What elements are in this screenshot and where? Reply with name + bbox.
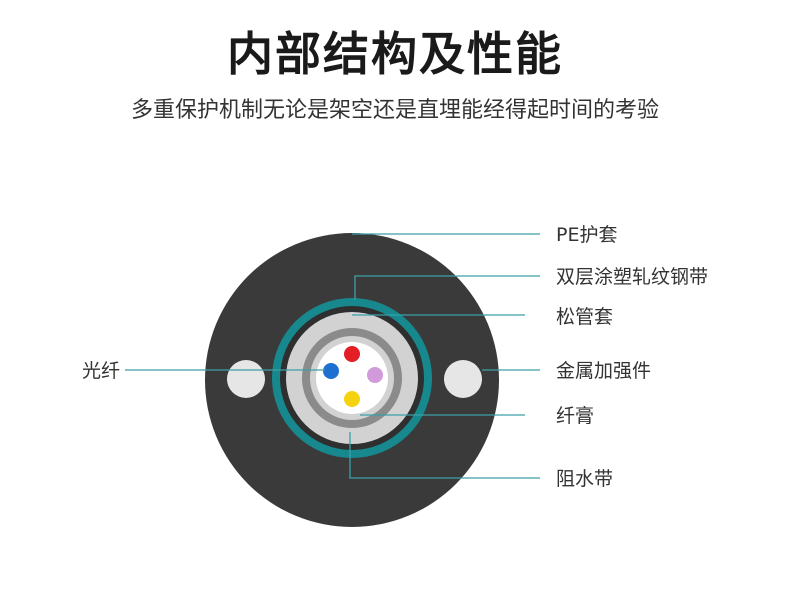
- label-loose-tube: 松管套: [556, 306, 613, 328]
- leader-steel-tape: [354, 275, 540, 300]
- label-fiber: 光纤: [82, 360, 120, 382]
- fiber-blue: [323, 363, 339, 379]
- fiber-yellow: [344, 391, 360, 407]
- label-water-block: 阻水带: [556, 468, 613, 490]
- label-pe-jacket: PE护套: [556, 224, 617, 246]
- label-double-coated-steel: 双层涂塑轧纹钢带: [556, 266, 708, 288]
- label-fiber-gel: 纤膏: [556, 404, 594, 427]
- page-subtitle: 多重保护机制无论是架空还是直埋能经得起时间的考验: [130, 98, 659, 123]
- leader-water-block: [349, 432, 540, 479]
- fiber-gel-core: [316, 342, 388, 414]
- fiber-red: [344, 346, 360, 362]
- strength-member-left: [227, 360, 265, 398]
- label-metal-strength: 金属加强件: [556, 360, 651, 382]
- page-title: 内部结构及性能: [227, 27, 563, 81]
- strength-member-right: [444, 360, 482, 398]
- fiber-violet: [367, 367, 383, 383]
